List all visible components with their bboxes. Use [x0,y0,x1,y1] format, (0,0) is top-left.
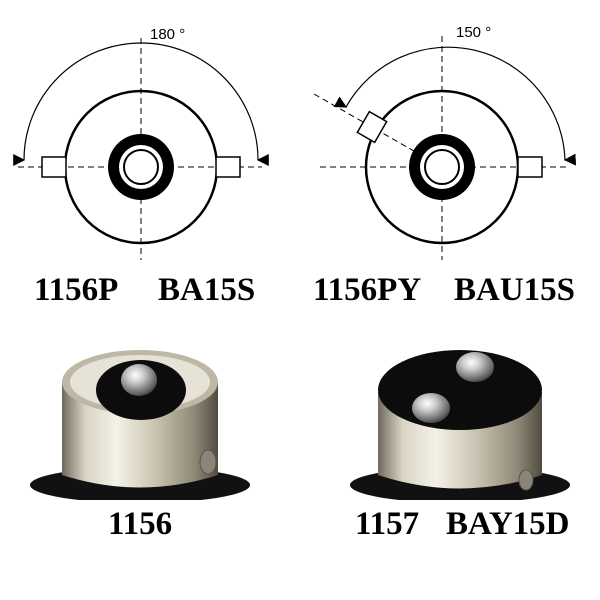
pin-left [41,156,67,178]
label-1156py: 1156PY [313,272,422,308]
label-1156p: 1156P [34,272,119,308]
label-1156: 1156 [108,506,173,542]
photo-1156-base [30,350,250,500]
photo-1157-base [350,350,570,500]
rotation-arc [13,42,269,166]
label-1157: 1157 [355,506,420,542]
solder-contact-lower [412,393,450,423]
label-ba15s: BA15S [158,272,256,308]
label-bay15d: BAY15D [446,506,570,542]
angle-label: 180 ° [150,26,185,43]
contact-outer [119,145,163,189]
solder-contact-upper [456,352,494,382]
label-bau15s: BAU15S [454,272,576,308]
contact-outer [420,145,464,189]
solder-contact [121,364,157,396]
angle-label: 150 ° [456,24,491,41]
rotation-arc [333,46,577,166]
pin-offset [356,110,388,144]
bayonet-pin [199,449,217,475]
bayonet-pin [518,469,534,491]
diagram-1156p: 180 ° [13,26,269,260]
pin-right [215,156,241,178]
diagram-1156py: 150 ° [313,24,577,260]
contact-inner [123,149,159,185]
pin-right [517,156,543,178]
